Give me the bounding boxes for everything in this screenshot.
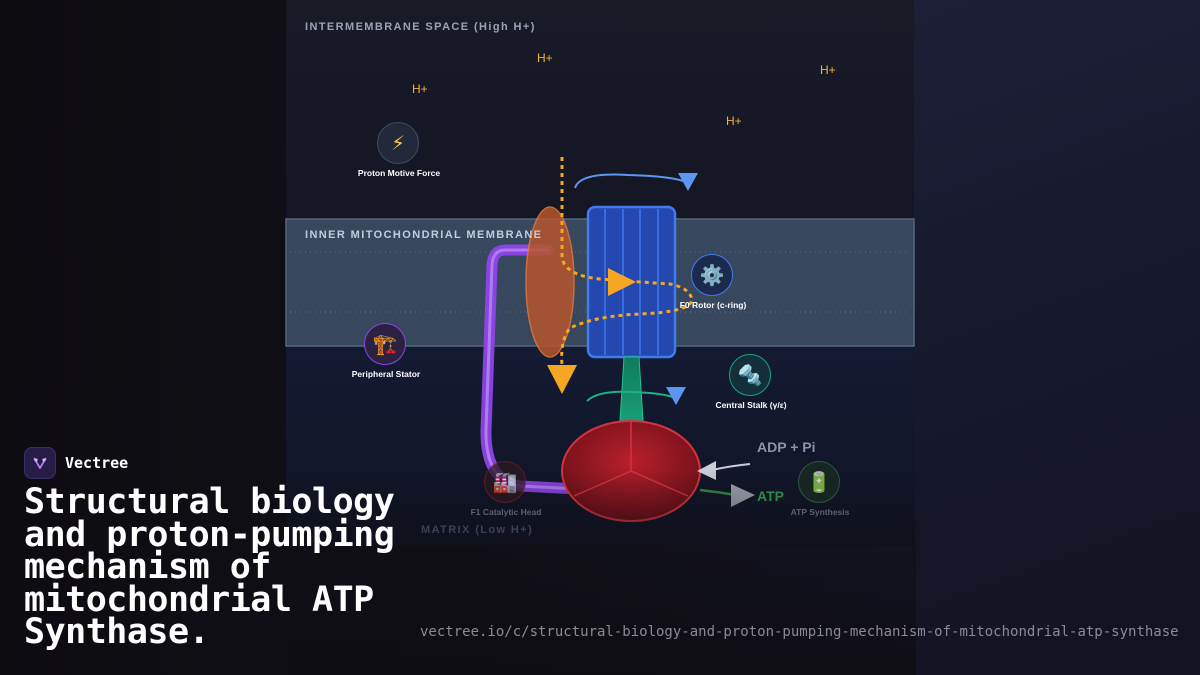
crane-icon[interactable]: 🏗️ — [364, 323, 406, 365]
intermembrane-space-label: INTERMEMBRANE SPACE (High H+) — [305, 21, 536, 33]
right-background-panel — [914, 0, 1200, 675]
page-title: Structural biology and proton-pumping me… — [24, 482, 395, 652]
proton-label: H+ — [820, 63, 836, 77]
nut-bolt-icon[interactable]: 🔩 — [729, 354, 771, 396]
brand-name: Vectree — [65, 454, 129, 472]
atp-synthesis-label: ATP Synthesis — [790, 507, 850, 517]
battery-icon[interactable]: 🔋 — [798, 461, 840, 503]
atp-label: ATP — [757, 488, 784, 504]
proton-path — [560, 157, 694, 366]
source-url[interactable]: vectree.io/c/structural-biology-and-prot… — [420, 624, 1179, 640]
proton-flow-arrowhead-down — [547, 365, 577, 394]
f0-rotor-label: F0 Rotor (c-ring) — [679, 300, 747, 310]
proton-label: H+ — [726, 114, 742, 128]
f1-catalytic-head-label: F1 Catalytic Head — [470, 507, 542, 517]
intermembrane-space-region — [286, 0, 914, 219]
rotation-arrowhead-top — [678, 173, 698, 191]
rotation-arrowhead-stalk — [666, 387, 686, 405]
gear-icon[interactable]: ⚙️ — [691, 254, 733, 296]
brand[interactable]: Vectree — [24, 447, 128, 479]
proton-flow-arrowhead-right — [608, 268, 636, 296]
proton-label: H+ — [412, 82, 428, 96]
proton-label: H+ — [537, 51, 553, 65]
proton-motive-force-label: Proton Motive Force — [357, 168, 441, 178]
matrix-label: MATRIX (Low H+) — [421, 524, 534, 536]
factory-icon[interactable]: 🏭 — [484, 461, 526, 503]
vectree-logo-icon — [24, 447, 56, 479]
adp-pi-label: ADP + Pi — [757, 439, 816, 455]
a-subunit — [525, 206, 575, 358]
inner-membrane-label: INNER MITOCHONDRIAL MEMBRANE — [305, 229, 543, 241]
lightning-icon[interactable]: ⚡ — [377, 122, 419, 164]
central-stalk-label: Central Stalk (γ/ε) — [715, 400, 787, 410]
peripheral-stator-label: Peripheral Stator — [351, 369, 421, 379]
rotation-arc-stalk — [586, 390, 676, 402]
vectree-logo-mark — [33, 457, 47, 469]
rotation-arc-top — [574, 173, 687, 189]
